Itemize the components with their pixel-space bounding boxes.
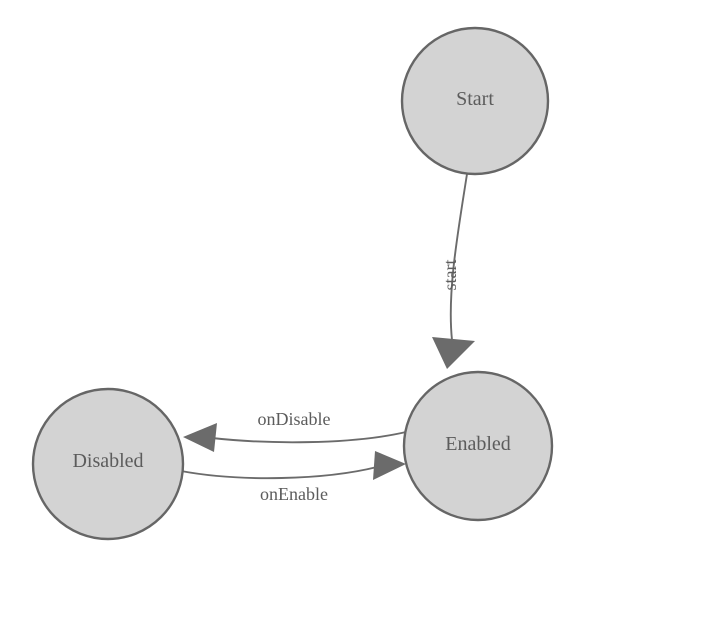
node-label-enabled: Enabled xyxy=(445,433,511,455)
node-disabled[interactable]: Disabled xyxy=(31,387,185,541)
node-circle-start[interactable] xyxy=(400,26,550,176)
edge-line-disabled-to-enabled xyxy=(180,466,378,480)
node-start[interactable]: Start xyxy=(400,26,550,176)
arrowhead-enabled-to-disabled xyxy=(183,423,217,452)
edge-disabled-to-enabled[interactable]: onEnable xyxy=(180,451,406,504)
node-label-disabled: Disabled xyxy=(72,450,143,472)
edge-enabled-to-disabled[interactable]: onDisable xyxy=(183,409,407,452)
edge-label-ondisable: onDisable xyxy=(258,409,331,429)
edge-start-to-enabled[interactable]: start xyxy=(432,173,475,369)
node-circle-disabled[interactable] xyxy=(31,387,185,541)
node-label-start: Start xyxy=(456,88,494,110)
arrowhead-disabled-to-enabled xyxy=(373,451,406,480)
edge-line-start-to-enabled xyxy=(449,173,468,341)
edge-line-enabled-to-disabled xyxy=(211,431,407,444)
edge-label-start: start xyxy=(440,260,460,291)
arrowhead-start-to-enabled xyxy=(432,337,475,369)
node-enabled[interactable]: Enabled xyxy=(402,370,554,522)
edge-label-onenable: onEnable xyxy=(260,484,328,504)
node-circle-enabled[interactable] xyxy=(402,370,554,522)
